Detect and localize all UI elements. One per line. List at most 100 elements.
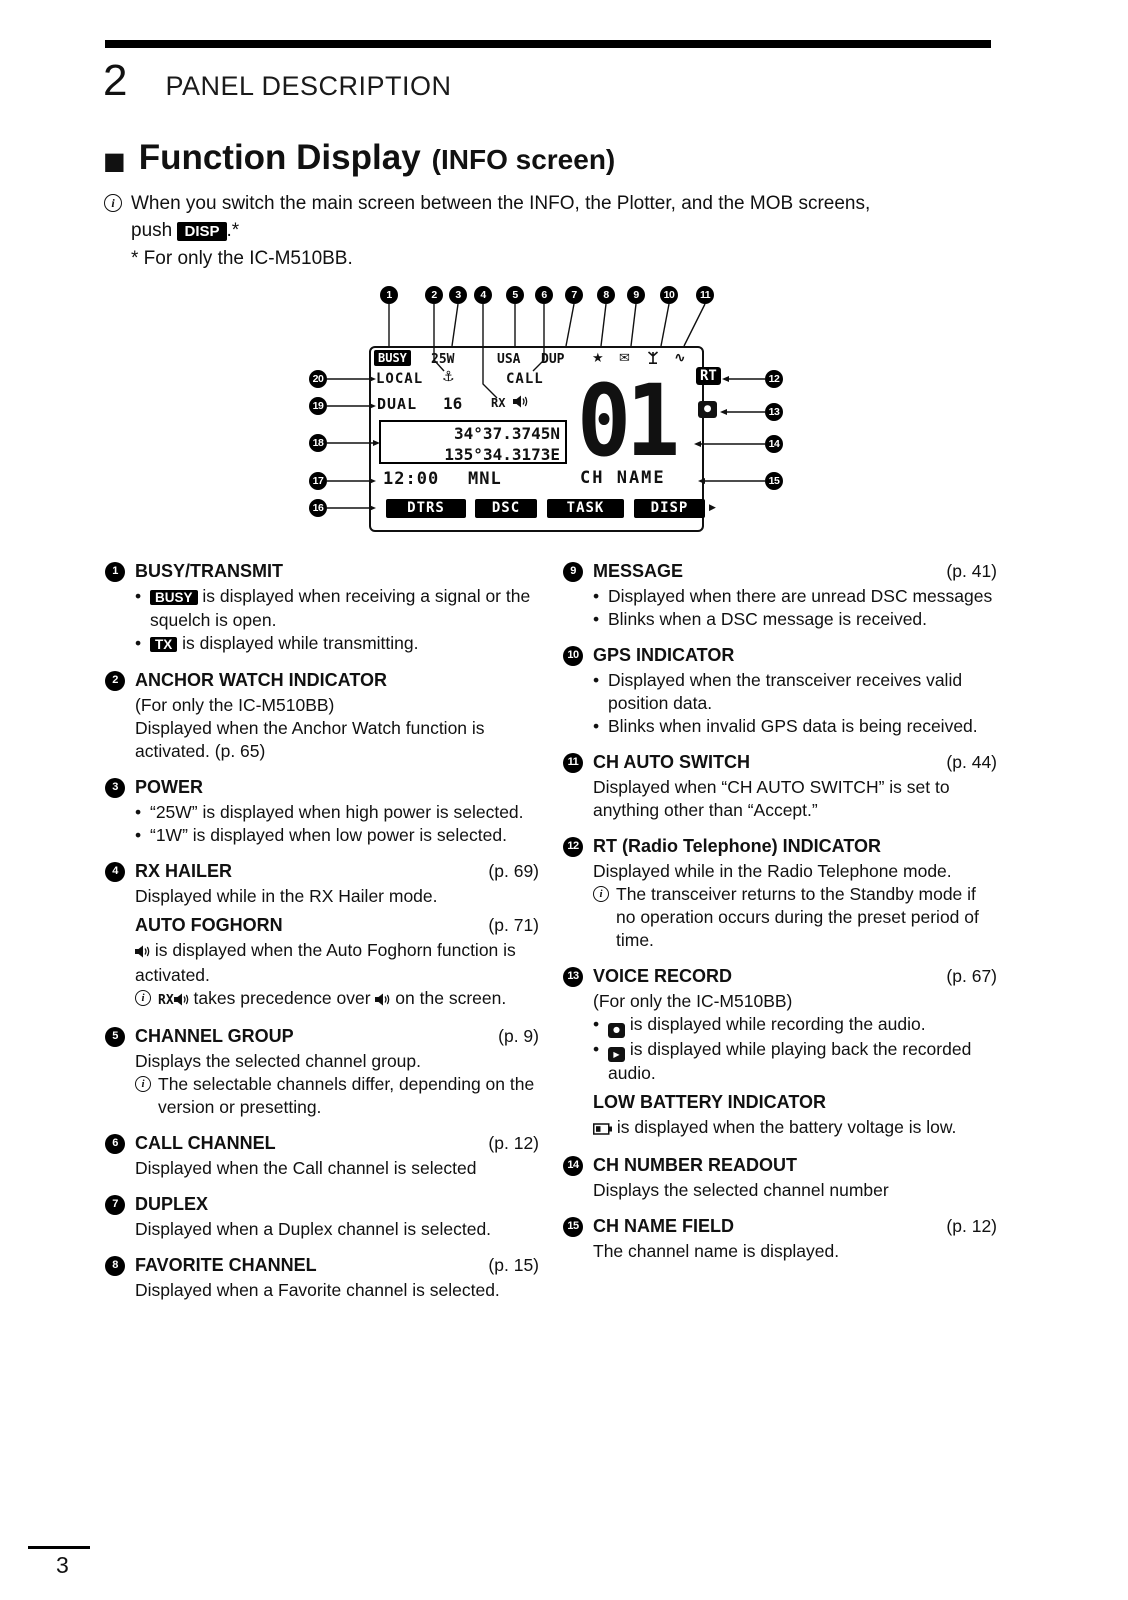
paragraph-text: Displayed when the transceiver receives … (608, 669, 997, 715)
item-number-badge: 2 (105, 670, 125, 691)
item-number-badge: 10 (563, 645, 583, 666)
callout-number-20: 20 (309, 370, 327, 388)
item-title: GPS INDICATOR (593, 645, 735, 665)
section-square-icon: ■ (103, 147, 126, 175)
bullet-marker: • (135, 586, 142, 606)
item-title: FAVORITE CHANNEL (135, 1255, 317, 1275)
bullet-marker: • (593, 670, 600, 690)
page-reference: (p. 44) (946, 752, 997, 772)
callout-number-2: 2 (425, 286, 443, 304)
intro-line1: When you switch the main screen between … (131, 193, 871, 214)
text-run: (For only the IC-M510BB) (593, 991, 793, 1011)
text-run: is displayed while playing back the reco… (608, 1038, 972, 1084)
item-title: DUPLEX (135, 1194, 209, 1214)
intro-push-pre: push (131, 220, 178, 241)
text-run: Displayed when there are unread DSC mess… (608, 586, 993, 606)
callout-number-16: 16 (309, 499, 327, 517)
description-item-6: 6 CALL CHANNEL (p. 12) Displayed when the C… (105, 1132, 539, 1180)
p-paragraph: Displays the selected channel group. (135, 1050, 539, 1073)
item-number-badge: 1 (105, 561, 125, 582)
paragraph-text: Displays the selected channel number (593, 1180, 889, 1200)
page-reference: (p. 12) (488, 1133, 539, 1153)
item-body: Displayed when a Duplex channel is selec… (105, 1218, 539, 1241)
item-number-badge: 3 (105, 777, 125, 798)
softkey-more-icon: ▶ (709, 503, 716, 513)
paragraph-text: Displayed when there are unread DSC mess… (608, 585, 992, 608)
chapter-header: 2 PANEL DESCRIPTION (103, 56, 452, 106)
channel-group-indicator: USA (497, 352, 521, 367)
text-run: is displayed when receiving a signal or … (150, 586, 531, 630)
text-run: The channel name is displayed. (593, 1241, 840, 1261)
intro-text: When you switch the main screen between … (131, 190, 870, 272)
item-number-badge: 8 (105, 1255, 125, 1276)
paragraph-text: Displayed when the Call channel is selec… (135, 1158, 476, 1178)
leader-lines (327, 303, 765, 511)
longitude-value: 135°34.3173E (444, 445, 560, 464)
paragraph-text: Displays the selected channel group. (135, 1051, 421, 1071)
text-run: The selectable channels differ, dependin… (158, 1074, 535, 1117)
paragraph-text: The channel name is displayed. (593, 1241, 839, 1261)
bullet-marker: • (593, 1014, 600, 1034)
callout-number-11: 11 (696, 286, 714, 304)
local-indicator: LOCAL (376, 371, 424, 387)
item-body: Displays the selected channel number (563, 1179, 997, 1202)
callout-number-4: 4 (474, 286, 492, 304)
foghorn-icon (135, 941, 150, 964)
bullet-marker: • (135, 802, 142, 822)
paragraph-text: Displayed while in the Radio Telephone m… (593, 861, 952, 881)
paragraph-text: ● is displayed while recording the audio… (608, 1013, 926, 1038)
item-title: ANCHOR WATCH INDICATOR (135, 670, 387, 690)
section-heading: ■ Function Display (INFO screen) (103, 138, 615, 178)
intro-push-post: .* (226, 220, 240, 241)
intro-line2: push DISP.* (131, 217, 870, 245)
disp-key-badge: DISP (177, 222, 227, 241)
item-title: CALL CHANNEL (135, 1133, 276, 1153)
page-reference: (p. 15) (488, 1255, 539, 1275)
paragraph-text: TX is displayed while transmitting. (150, 632, 418, 656)
tx-badge: TX (150, 637, 178, 652)
item-number-badge: 5 (105, 1026, 125, 1047)
paragraph-text: (For only the IC-M510BB) (593, 991, 792, 1011)
text-run: Displayed when “CH AUTO SWITCH” is set t… (593, 777, 950, 820)
paragraph-text: The selectable channels differ, dependin… (158, 1073, 539, 1119)
item-number-badge: 6 (105, 1133, 125, 1154)
call-channel-indicator: CALL (506, 371, 544, 387)
paragraph-text: (For only the IC-M510BB) (135, 695, 334, 715)
text-run: (For only the IC-M510BB) (135, 695, 335, 715)
item-title: POWER (135, 777, 204, 797)
text-run: Displayed while in the Radio Telephone m… (593, 861, 952, 881)
description-item-10: 10 GPS INDICATOR • Displayed when the trans… (563, 644, 997, 738)
item-body: The channel name is displayed. (563, 1240, 997, 1263)
lcd-screen: BUSY 25W USA DUP ★ ✉ ∿ LOCAL ⚓ CALL DUAL… (369, 346, 721, 532)
paragraph-text: Displayed while in the RX Hailer mode. (135, 886, 438, 906)
text-run: Displayed when the Call channel is selec… (135, 1158, 477, 1178)
item-body: (For only the IC-M510BB) • ● is displayed … (563, 990, 997, 1141)
bullet-marker: • (135, 633, 142, 653)
softkey-dsc: DSC (475, 499, 537, 518)
bullet-marker: • (593, 586, 600, 606)
paragraph-text: “1W” is displayed when low power is sele… (150, 824, 507, 847)
item-body: •BUSY is displayed when receiving a sign… (105, 585, 539, 656)
item-body: Displayed while in the Radio Telephone m… (563, 860, 997, 952)
bullet-marker: • (593, 609, 600, 629)
item-title: CHANNEL GROUP (135, 1026, 294, 1046)
bullet-paragraph: •“1W” is displayed when low power is sel… (135, 824, 539, 847)
item-number-badge: 9 (563, 561, 583, 582)
item-number-badge: 12 (563, 836, 583, 857)
p-paragraph: Displays the selected channel number (593, 1179, 997, 1202)
p-paragraph: Displayed when “CH AUTO SWITCH” is set t… (593, 776, 997, 822)
item-title: RX HAILER (135, 861, 233, 881)
bullet-paragraph: •Blinks when invalid GPS data is being r… (593, 715, 997, 738)
busy-indicator: BUSY (374, 350, 411, 366)
